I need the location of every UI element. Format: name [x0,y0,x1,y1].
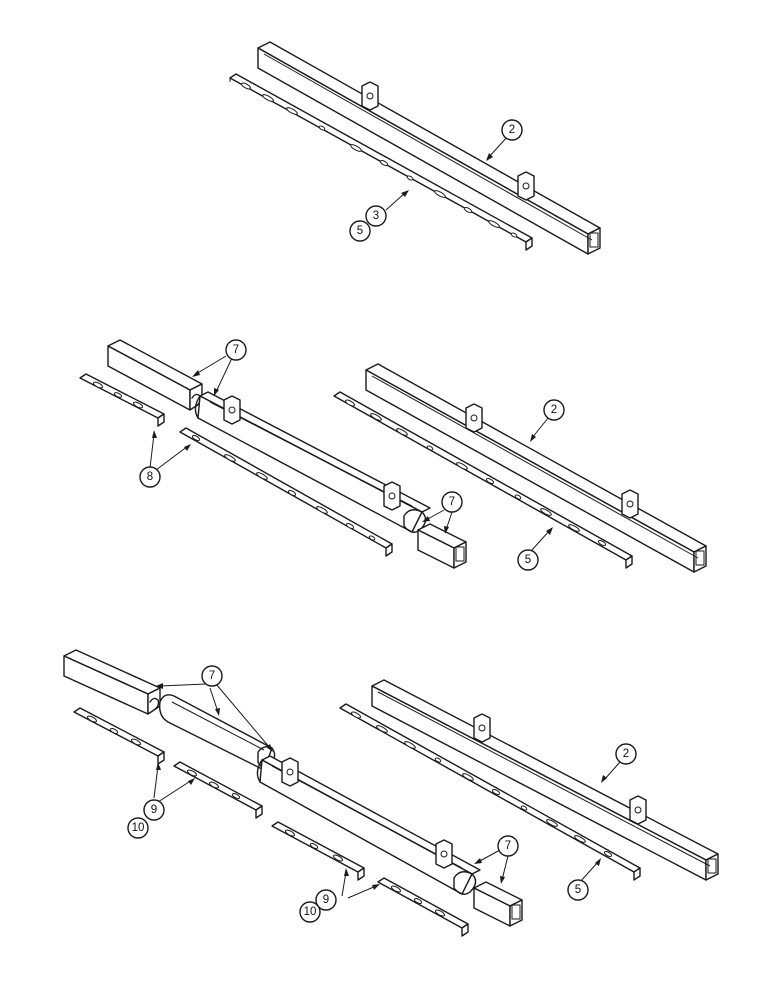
strip-holes [241,82,518,238]
callout-5: 5 [567,879,589,901]
svg-text:7: 7 [449,496,455,508]
callout-8: 8 [139,466,161,488]
svg-text:7: 7 [233,344,239,356]
callout-7: 7 [225,339,247,361]
callout-5: 5 [349,220,371,242]
callout-9: 9 [315,889,337,911]
mounting-strip [339,703,641,881]
tube-end-cap [417,523,467,569]
svg-text:7: 7 [209,670,215,682]
callout-10: 10 [127,817,149,839]
main-beam [257,41,601,255]
beam-bracket [621,489,639,519]
svg-text:10: 10 [132,822,145,834]
callout-7: 7 [497,835,519,857]
beam-bracket [223,395,241,425]
tube-end-cap [473,881,523,927]
tube-end-piece [63,649,161,715]
tube-end-piece [107,339,203,411]
short-strip [173,761,263,819]
svg-text:8: 8 [147,471,153,483]
svg-text:10: 10 [304,906,317,918]
callout-2: 2 [543,399,565,421]
short-strip [271,821,365,881]
beam-bracket [281,757,299,787]
callouts: 2 3 5 7 8 7 2 5 7 9 10 [127,119,637,923]
leader-lines [149,135,621,899]
svg-text:9: 9 [151,804,157,816]
svg-text:5: 5 [357,225,363,237]
mounting-strip [179,427,393,557]
beam-bracket [361,81,379,111]
svg-text:9: 9 [323,894,329,906]
svg-text:2: 2 [551,404,557,416]
callout-2: 2 [501,119,523,141]
assembly-bottom [63,649,719,937]
callout-10: 10 [299,901,321,923]
svg-text:7: 7 [505,840,511,852]
callout-5: 5 [517,549,539,571]
callout-3: 3 [365,205,387,227]
mounting-strip [229,73,533,251]
svg-text:5: 5 [525,554,531,566]
callout-2: 2 [615,743,637,765]
beam-bracket [473,713,491,743]
beam-bracket [517,171,535,201]
svg-text:2: 2 [623,748,629,760]
assembly-top [229,41,601,255]
main-beam [365,363,707,573]
cut-beam-section [194,391,431,533]
cut-beam-section [256,755,481,895]
beam-bracket [435,839,453,869]
beam-bracket [465,403,483,433]
svg-text:5: 5 [575,884,581,896]
svg-text:3: 3 [373,210,379,222]
beam-bracket [383,481,401,511]
callout-9: 9 [143,799,165,821]
mounting-strip [333,391,633,569]
callout-7: 7 [201,665,223,687]
short-strip [377,877,469,937]
assembly-middle [79,339,707,573]
short-strip [79,373,165,427]
svg-text:2: 2 [509,124,515,136]
short-strip [73,707,165,765]
callout-7: 7 [441,491,463,513]
beam-bracket [629,795,647,825]
